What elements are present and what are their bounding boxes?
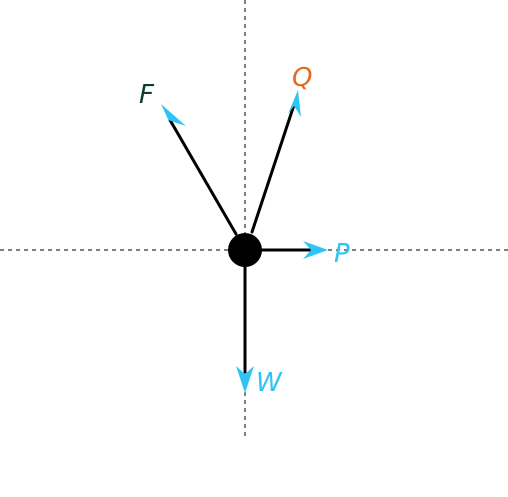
force-f-arrowhead xyxy=(161,104,186,128)
force-q-arrowhead xyxy=(288,90,301,117)
force-w-label: W xyxy=(256,368,283,398)
force-p-label: P xyxy=(334,239,350,269)
force-p-arrowhead xyxy=(303,241,328,259)
force-q-line xyxy=(250,103,296,234)
particle-body xyxy=(228,233,262,267)
force-q-label: Q xyxy=(292,63,312,93)
force-w-arrowhead xyxy=(236,366,254,393)
force-f-line xyxy=(168,118,238,236)
force-f-label: F xyxy=(139,80,155,110)
